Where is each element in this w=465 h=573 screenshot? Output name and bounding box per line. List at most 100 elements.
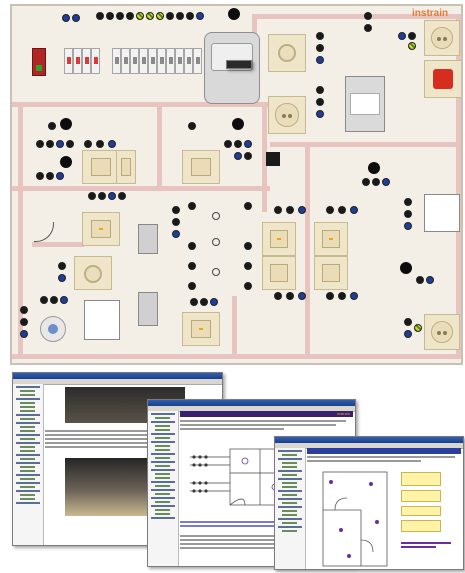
switch-icon	[262, 222, 296, 256]
breaker-icon	[112, 48, 121, 74]
terminal-icon	[96, 12, 104, 20]
socket-icon	[268, 96, 306, 134]
terminal-icon	[232, 118, 244, 130]
terminal-icon	[244, 282, 252, 290]
relay-module	[345, 76, 385, 132]
terminal-icon	[146, 12, 154, 20]
terminal-icon	[286, 206, 294, 214]
terminal-icon	[62, 14, 70, 22]
navigation-tree	[13, 384, 44, 545]
terminal-icon	[368, 162, 380, 174]
terminal-icon	[234, 152, 242, 160]
floorplan-content	[307, 448, 461, 569]
terminal-icon	[36, 172, 44, 180]
terminal-icon	[316, 110, 324, 118]
wall	[157, 102, 162, 186]
info-note	[401, 520, 441, 532]
terminal-icon	[364, 24, 372, 32]
terminal-icon	[200, 298, 208, 306]
terminal-icon	[244, 262, 252, 270]
switch-icon	[262, 256, 296, 290]
smoke-detector-icon	[40, 316, 66, 342]
door-symbol-icon	[266, 152, 280, 166]
terminal-icon	[244, 202, 252, 210]
dimmer-icon	[268, 34, 306, 72]
breaker-icon	[91, 48, 100, 74]
terminal-icon	[58, 262, 66, 270]
terminal-icon	[286, 292, 294, 300]
switch-icon	[182, 150, 220, 184]
lamp-symbol-icon	[212, 212, 220, 220]
terminal-icon	[50, 296, 58, 304]
terminal-icon	[372, 178, 380, 186]
terminal-icon	[244, 242, 252, 250]
wall	[262, 102, 267, 212]
terminal-icon	[274, 206, 282, 214]
terminal-icon	[350, 206, 358, 214]
lamp-symbol-icon	[212, 268, 220, 276]
terminal-icon	[416, 276, 424, 284]
lamp-symbol-icon	[212, 238, 220, 246]
terminal-icon	[188, 262, 196, 270]
terminal-icon	[188, 202, 196, 210]
breaker-icon	[184, 48, 193, 74]
terminal-icon	[172, 218, 180, 226]
switch-icon	[314, 222, 348, 256]
terminal-icon	[48, 122, 56, 130]
terminal-icon	[234, 140, 242, 148]
main-switch	[32, 48, 46, 76]
terminal-icon	[116, 12, 124, 20]
terminal-icon	[36, 140, 44, 148]
motion-sensor-module	[84, 300, 120, 340]
terminal-icon	[60, 156, 72, 168]
terminal-icon	[298, 292, 306, 300]
brand-logo: instrain	[337, 411, 350, 416]
terminal-icon	[46, 172, 54, 180]
terminal-icon	[316, 44, 324, 52]
wall	[18, 102, 23, 354]
terminal-icon	[166, 12, 174, 20]
terminal-icon	[382, 178, 390, 186]
terminal-icon	[404, 330, 412, 338]
terminal-icon	[176, 12, 184, 20]
terminal-icon	[46, 140, 54, 148]
terminal-icon	[56, 140, 64, 148]
switch-icon	[116, 150, 136, 184]
terminal-icon	[60, 118, 72, 130]
terminal-icon	[404, 222, 412, 230]
terminal-icon	[72, 14, 80, 22]
terminal-icon	[364, 12, 372, 20]
window-toolbar	[13, 379, 222, 385]
terminal-icon	[362, 178, 370, 186]
terminal-icon	[118, 192, 126, 200]
meter-dial	[211, 43, 253, 71]
terminal-icon	[408, 42, 416, 50]
breaker-icon	[193, 48, 202, 74]
door-symbol-icon	[34, 222, 54, 242]
terminal-icon	[108, 192, 116, 200]
terminal-icon	[196, 12, 204, 20]
window-titlebar	[148, 400, 355, 406]
terminal-icon	[98, 192, 106, 200]
terminal-icon	[172, 230, 180, 238]
terminal-icon	[188, 122, 196, 130]
navigation-tree	[148, 411, 179, 566]
terminal-icon	[172, 206, 180, 214]
terminal-icon	[126, 12, 134, 20]
content-header	[307, 448, 461, 454]
terminal-icon	[136, 12, 144, 20]
terminal-icon	[400, 262, 412, 274]
terminal-icon	[66, 140, 74, 148]
wall	[12, 102, 270, 107]
terminal-icon	[404, 318, 412, 326]
terminal-icon	[316, 56, 324, 64]
terminal-icon	[326, 206, 334, 214]
terminal-icon	[414, 324, 422, 332]
terminal-icon	[298, 206, 306, 214]
relay-module	[138, 292, 158, 326]
breaker-icon	[82, 48, 91, 74]
navigation-tree	[275, 448, 306, 569]
terminal-icon	[326, 292, 334, 300]
wall	[456, 14, 461, 354]
terminal-icon	[338, 206, 346, 214]
